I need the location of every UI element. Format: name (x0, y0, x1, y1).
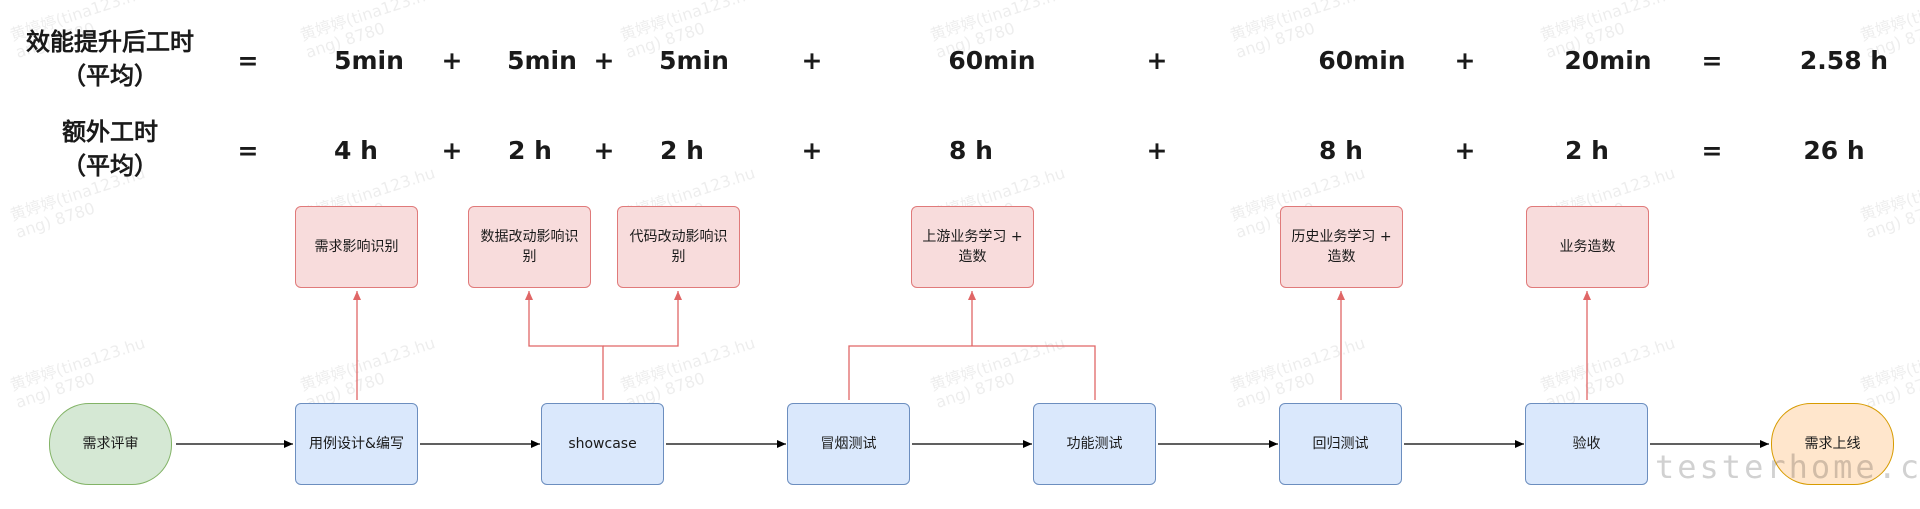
row2-value-history: 8 h (1319, 136, 1363, 165)
row1-value-upstream: 60min (948, 46, 1036, 75)
process-label: showcase (568, 436, 637, 452)
row2-value-upstream: 8 h (949, 136, 993, 165)
cost-box-label: 代码改动影响识别 (629, 229, 728, 265)
cost-box-label: 历史业务学习 + 造数 (1291, 229, 1392, 265)
row1-value-data: 5min (507, 46, 577, 75)
cost-box-data-impact: 数据改动影响识别 (468, 206, 591, 288)
row1-total: 2.58 h (1799, 46, 1889, 75)
brand-watermark: testerhome.com (1655, 448, 1920, 486)
row1-plus: + (801, 46, 823, 75)
process-end-release: 需求上线 (1771, 403, 1894, 485)
row2-total: 26 h (1803, 136, 1865, 165)
row1-plus: + (441, 46, 463, 75)
process-label: 冒烟测试 (820, 436, 877, 452)
row2-equals: = (237, 136, 259, 165)
cost-box-upstream-learning: 上游业务学习 + 造数 (911, 206, 1034, 288)
row1-plus: + (593, 46, 615, 75)
row2-value-data: 2 h (508, 136, 552, 165)
process-step-showcase: showcase (541, 403, 664, 485)
cost-box-requirement-impact: 需求影响识别 (295, 206, 418, 288)
row2-value-business: 2 h (1565, 136, 1609, 165)
process-start-requirement-review: 需求评审 (49, 403, 172, 485)
process-label: 需求评审 (82, 436, 139, 452)
process-label: 需求上线 (1804, 436, 1861, 452)
row1-value-history: 60min (1318, 46, 1406, 75)
cost-box-label: 数据改动影响识别 (480, 229, 579, 265)
process-label: 验收 (1572, 436, 1601, 452)
process-step-smoke-test: 冒烟测试 (787, 403, 910, 485)
row1-equals: = (237, 46, 259, 75)
process-label: 回归测试 (1312, 436, 1369, 452)
row1-value-business: 20min (1564, 46, 1652, 75)
process-step-case-design: 用例设计&编写 (295, 403, 418, 485)
row2-plus: + (1146, 136, 1168, 165)
row2-label-line2: （平均） (62, 152, 158, 180)
cost-connector-s3-s4 (848, 345, 1096, 400)
row2-plus: + (593, 136, 615, 165)
cost-connector-s2b (603, 291, 682, 347)
cost-box-code-impact: 代码改动影响识别 (617, 206, 740, 288)
row1-plus: + (1146, 46, 1168, 75)
row2-label: 额外工时 （平均） (10, 115, 210, 183)
row1-label-line2: （平均） (62, 62, 158, 90)
process-step-acceptance: 验收 (1525, 403, 1648, 485)
row1-plus: + (1454, 46, 1476, 75)
process-step-function-test: 功能测试 (1033, 403, 1156, 485)
row1-label-line1: 效能提升后工时 (26, 28, 194, 56)
process-label: 功能测试 (1066, 436, 1123, 452)
row2-value-requirement: 4 h (334, 136, 378, 165)
cost-connector-s2 (525, 291, 604, 400)
cost-box-label: 需求影响识别 (314, 239, 399, 255)
row1-value-code: 5min (659, 46, 729, 75)
cost-box-history-learning: 历史业务学习 + 造数 (1280, 206, 1403, 288)
row2-equals: = (1701, 136, 1723, 165)
cost-box-business-data: 业务造数 (1526, 206, 1649, 288)
row2-plus: + (801, 136, 823, 165)
process-step-regression-test: 回归测试 (1279, 403, 1402, 485)
cost-box-label: 业务造数 (1559, 239, 1616, 255)
row2-label-line1: 额外工时 (62, 118, 158, 146)
row1-label: 效能提升后工时 （平均） (10, 25, 210, 93)
row2-plus: + (1454, 136, 1476, 165)
cost-box-label: 上游业务学习 + 造数 (922, 229, 1023, 265)
row2-plus: + (441, 136, 463, 165)
row1-value-requirement: 5min (334, 46, 404, 75)
process-label: 用例设计&编写 (309, 436, 404, 452)
row2-value-code: 2 h (660, 136, 704, 165)
row1-equals: = (1701, 46, 1723, 75)
